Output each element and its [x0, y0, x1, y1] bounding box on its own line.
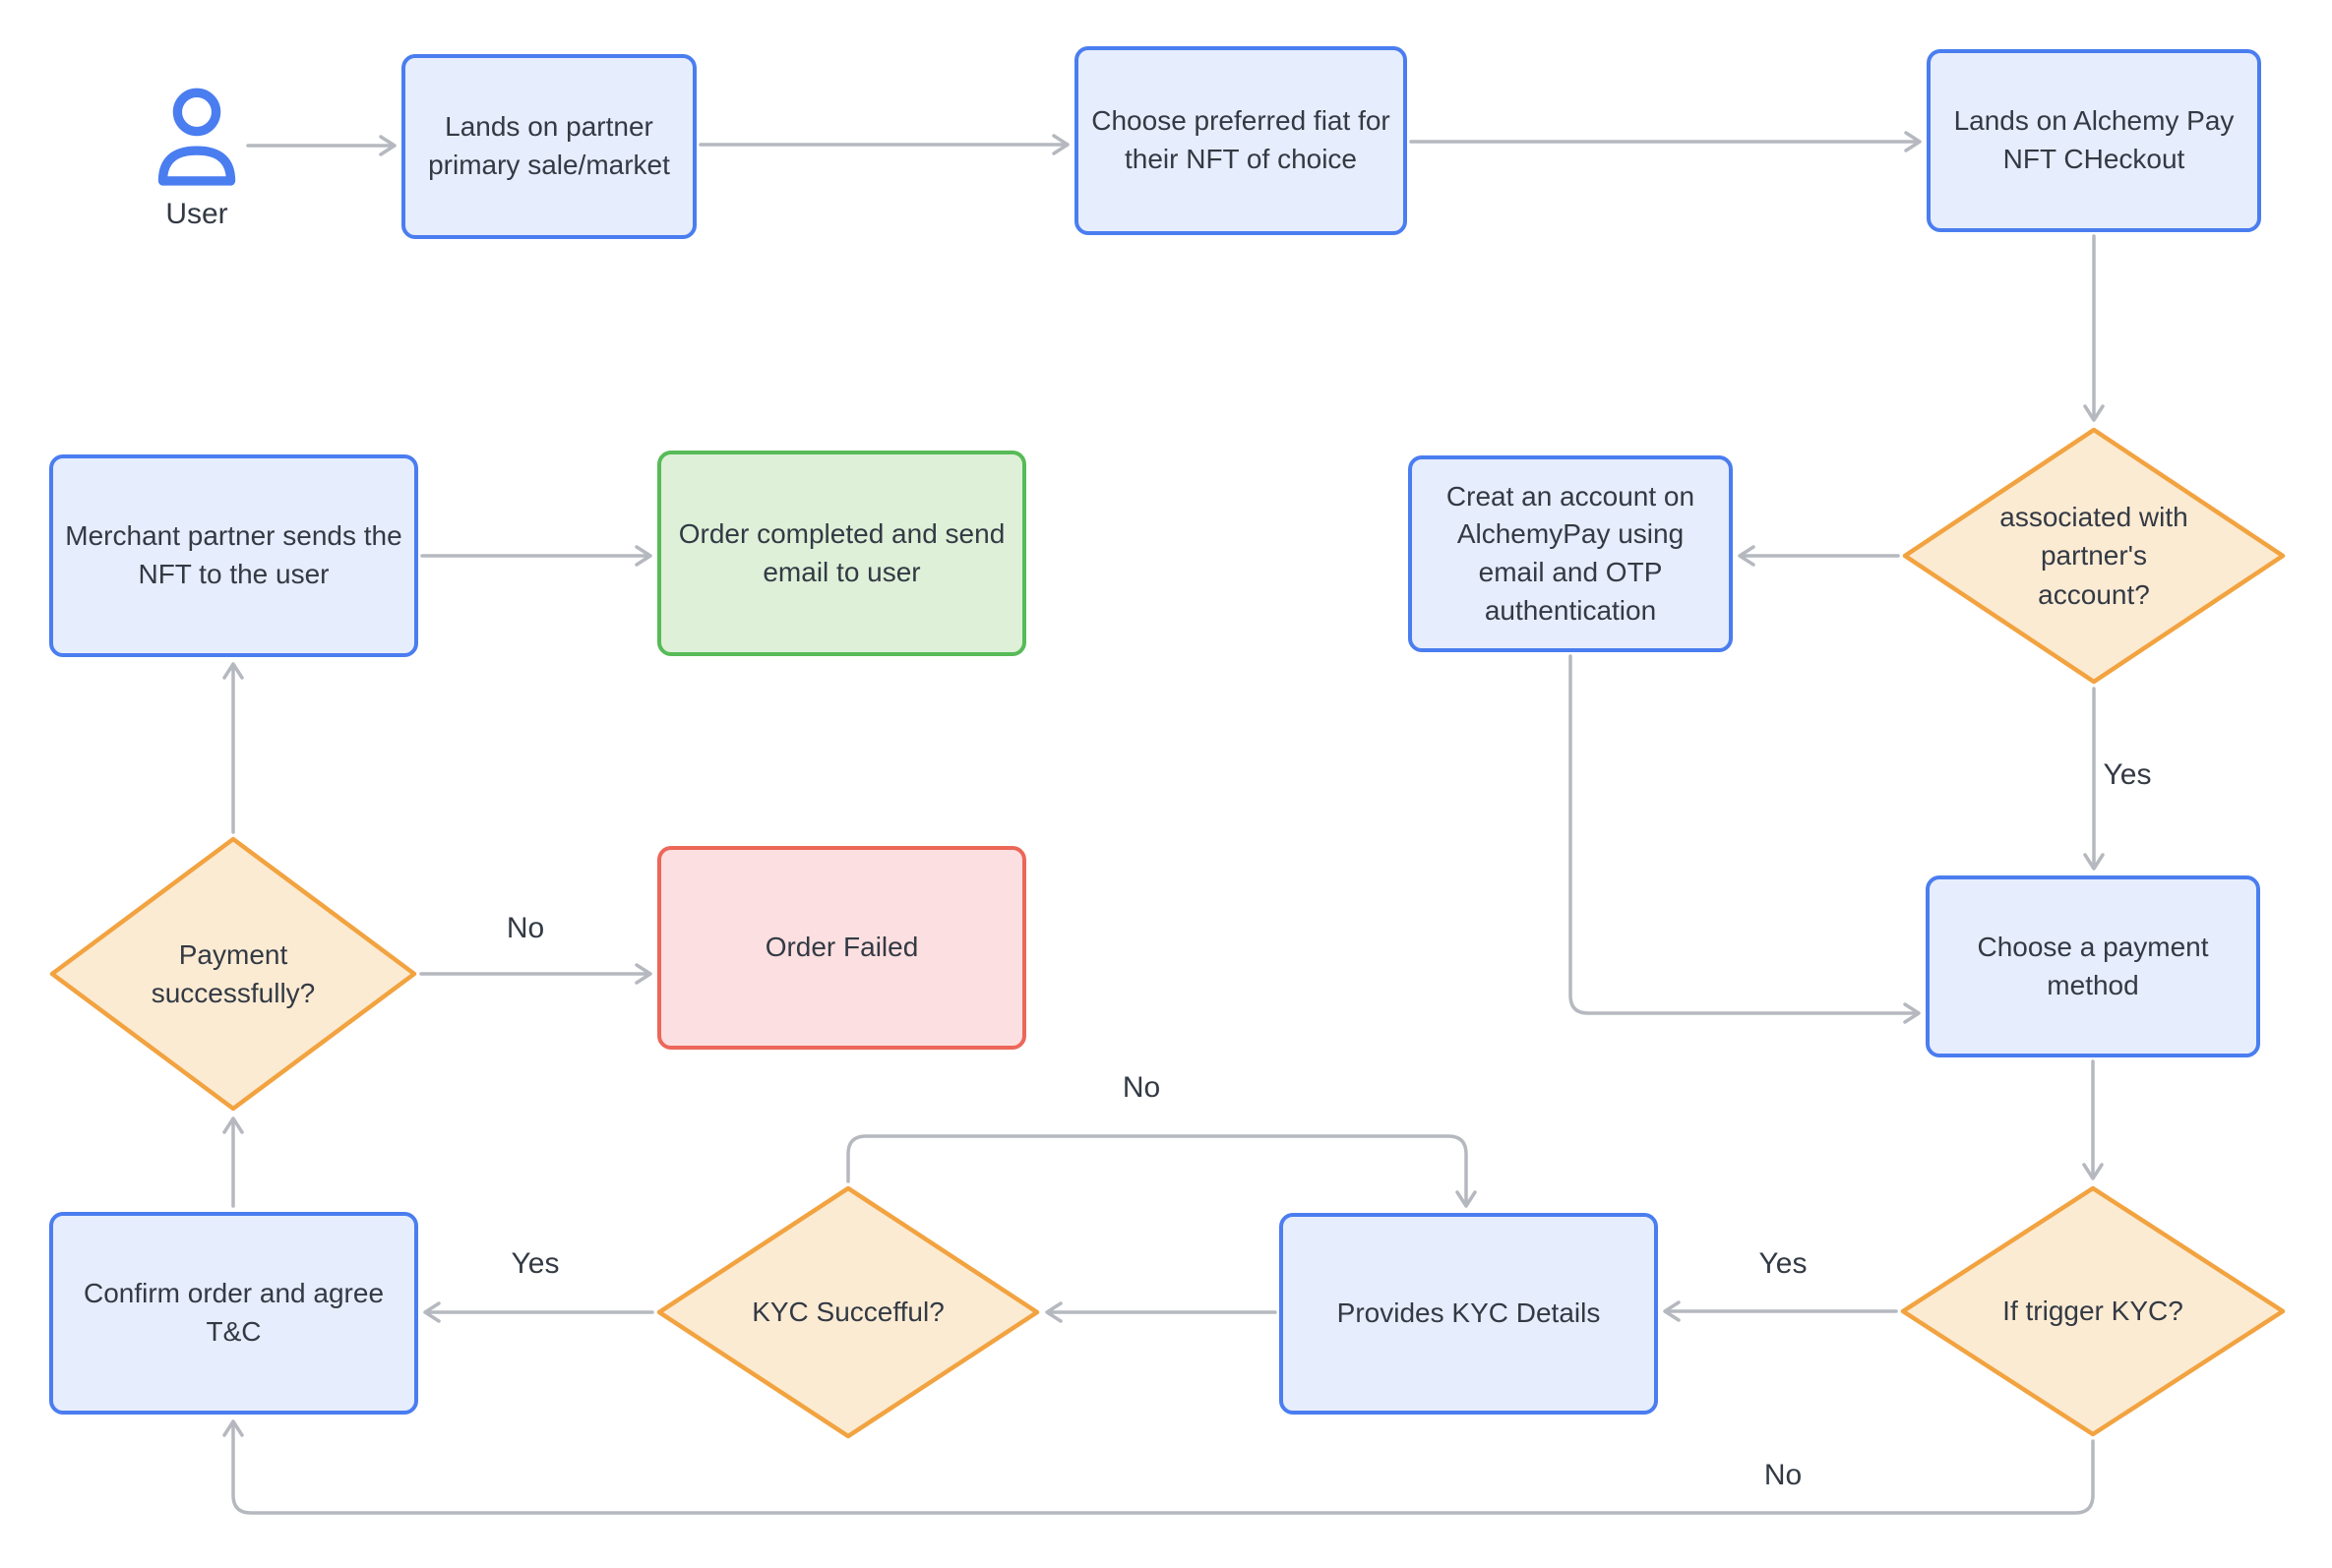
node-order-completed: Order completed and send email to user — [657, 451, 1026, 656]
diamond-shape — [49, 836, 417, 1112]
node-label: Merchant partner sends the NFT to the us… — [65, 520, 402, 589]
edge-label-kyc-succefful-no: No — [1122, 1071, 1161, 1104]
node-payment-successfully: Payment successfully? — [49, 836, 417, 1112]
node-user: User — [138, 84, 256, 241]
node-associated-account: associated with partner's account? — [1902, 427, 2286, 685]
node-confirm-order-tc: Confirm order and agree T&C — [49, 1212, 418, 1415]
node-label: Order completed and send email to user — [678, 517, 1006, 587]
node-order-failed: Order Failed — [657, 846, 1026, 1050]
node-label: Order Failed — [765, 932, 919, 963]
node-kyc-succefful: KYC Succefful? — [656, 1185, 1040, 1439]
edge-label-associated-yes: Yes — [2103, 758, 2152, 791]
node-choose-fiat: Choose preferred fiat for their NFT of c… — [1074, 46, 1407, 235]
node-provides-kyc-details: Provides KYC Details — [1279, 1213, 1658, 1415]
user-icon — [157, 88, 236, 186]
node-choose-payment-method: Choose a payment method — [1926, 875, 2260, 1057]
node-lands-alchemy-checkout: Lands on Alchemy Pay NFT CHeckout — [1927, 49, 2261, 232]
edge-kyc-succefful-no-to-provides-kyc — [846, 1134, 1477, 1208]
edge-trigger-kyc-no-to-confirm-order — [222, 1419, 2095, 1515]
user-label: User — [165, 198, 228, 230]
edge-label-trigger-kyc-no: No — [1763, 1459, 1803, 1491]
edge-label-kyc-succefful-yes: Yes — [511, 1247, 560, 1280]
diamond-shape — [1902, 427, 2286, 685]
node-label: Creat an account on AlchemyPay using ema… — [1445, 480, 1695, 626]
node-label: Choose a payment method — [1977, 931, 2209, 1000]
node-lands-partner: Lands on partner primary sale/market — [401, 54, 697, 239]
node-label: KYC Succefful? — [752, 1297, 945, 1328]
node-label: associated with partner's account? — [1999, 502, 2188, 610]
node-label: Confirm order and agree T&C — [83, 1278, 385, 1347]
diamond-shape — [656, 1185, 1040, 1439]
edge-create-account-to-choose-payment — [1568, 654, 1921, 1024]
diamond-shape — [1900, 1185, 2286, 1437]
node-label: If trigger KYC? — [2002, 1296, 2183, 1327]
node-merchant-sends-nft: Merchant partner sends the NFT to the us… — [49, 454, 418, 657]
node-label: Payment successfully? — [151, 938, 316, 1008]
node-if-trigger-kyc: If trigger KYC? — [1900, 1185, 2286, 1437]
node-label: Lands on Alchemy Pay NFT CHeckout — [1953, 105, 2235, 174]
node-label: Choose preferred fiat for their NFT of c… — [1091, 105, 1390, 174]
edge-label-trigger-kyc-yes: Yes — [1758, 1247, 1808, 1280]
node-create-account: Creat an account on AlchemyPay using ema… — [1408, 455, 1733, 652]
node-label: Provides KYC Details — [1336, 1297, 1601, 1329]
node-label: Lands on partner primary sale/market — [428, 111, 670, 180]
edge-label-payment-no: No — [506, 912, 545, 944]
